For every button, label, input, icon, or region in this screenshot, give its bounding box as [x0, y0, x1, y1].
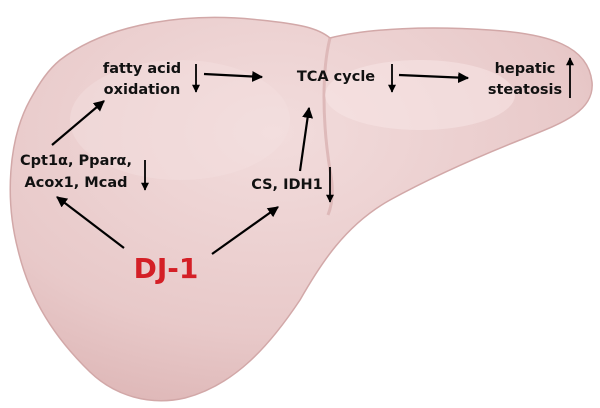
cs-idh1-label: CS, IDH1	[251, 177, 323, 193]
arrow-tca-to-hepatic	[398, 72, 470, 84]
genes-label-line2: Acox1, Mcad	[25, 175, 128, 191]
arrow-cs-to-tca	[298, 106, 314, 172]
arrow-genes-to-fatty	[51, 100, 105, 146]
liver-highlight-left	[70, 60, 290, 180]
hepatic-label-line2: steatosis	[488, 82, 562, 98]
hepatic-label-line1: hepatic	[495, 61, 556, 77]
arrow-dj1-to-genes	[56, 196, 125, 249]
fatty-acid-label-line2: oxidation	[104, 82, 181, 98]
arrow-dj1-to-cs	[211, 206, 279, 255]
tca-cycle-label: TCA cycle	[297, 69, 375, 85]
genes-label-line1: Cpt1α, Pparα,	[20, 153, 132, 169]
fatty-acid-label-line1: fatty acid	[103, 61, 181, 77]
arrow-fatty-to-tca	[203, 70, 264, 82]
dj1-label: DJ-1	[134, 252, 199, 285]
